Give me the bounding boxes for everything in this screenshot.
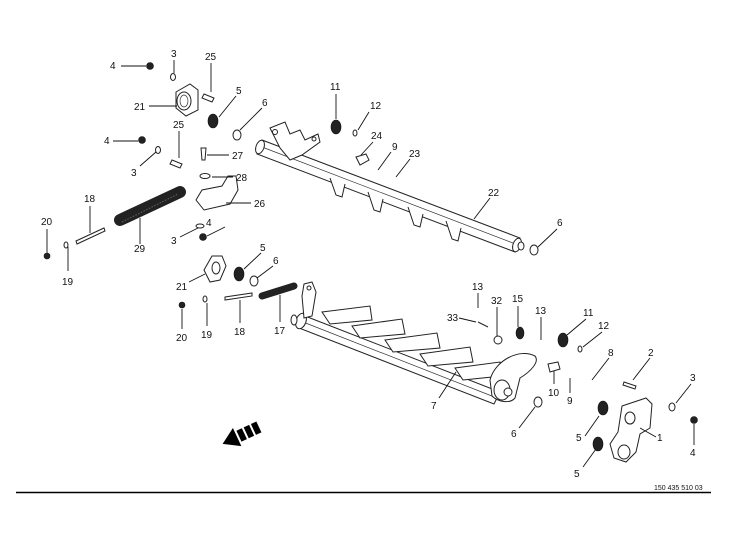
callout-leader — [675, 383, 692, 404]
callout-label: 12 — [598, 321, 610, 332]
callout-label: 13 — [472, 282, 484, 293]
callout-leader — [473, 197, 491, 220]
callout-label: 10 — [548, 388, 560, 399]
callout-label: 3 — [131, 168, 137, 179]
callout-leader — [179, 227, 199, 238]
callout-label: 25 — [205, 52, 217, 63]
callout-leader — [537, 228, 558, 248]
callout-label: 33 — [447, 313, 459, 324]
callout-leader — [582, 331, 603, 348]
callout-label: 5 — [236, 86, 242, 97]
callout-label: 6 — [557, 218, 563, 229]
callout-leader — [360, 141, 374, 156]
callout-label: 25 — [173, 120, 185, 131]
callout-label: 7 — [431, 401, 437, 412]
callout-leader — [582, 448, 597, 468]
callout-label: 3 — [171, 49, 177, 60]
callout-label: 20 — [176, 333, 188, 344]
callout-label: 1 — [657, 433, 663, 444]
callout-leader — [139, 151, 157, 167]
callout-label: 6 — [511, 429, 517, 440]
bearing-flange-21-upper — [175, 83, 199, 117]
callout-leader — [243, 252, 262, 270]
callout-label: 4 — [110, 61, 116, 72]
callout-label: 8 — [608, 348, 614, 359]
callout-leader — [206, 226, 226, 237]
callout-label: 27 — [232, 151, 244, 162]
bracket-26 — [195, 175, 239, 211]
callout-label: 22 — [488, 188, 500, 199]
callout-label: 5 — [260, 243, 266, 254]
callout-label: 29 — [134, 244, 146, 255]
callout-label: 3 — [690, 373, 696, 384]
bearing-flange-21-lower — [203, 255, 227, 283]
callout-label: 21 — [134, 102, 146, 113]
callout-label: 23 — [409, 149, 421, 160]
callout-label: 19 — [62, 277, 74, 288]
callout-label: 6 — [273, 256, 279, 267]
callout-leader — [632, 357, 651, 381]
callout-label: 2 — [648, 348, 654, 359]
bracket-1 — [609, 397, 653, 463]
small-parts — [43, 62, 698, 452]
callout-leader — [584, 415, 600, 437]
callout-label: 24 — [371, 131, 383, 142]
callout-leader — [357, 111, 370, 131]
callout-leader — [395, 158, 411, 178]
callout-leader — [218, 95, 237, 118]
callout-label: 4 — [206, 218, 212, 229]
callout-label: 13 — [535, 306, 547, 317]
callout-leader — [518, 406, 536, 429]
callout-label: 5 — [574, 469, 580, 480]
callout-leader — [639, 427, 657, 438]
upper-shaft-22 — [255, 121, 525, 253]
callout-label: 6 — [262, 98, 268, 109]
callout-label: 9 — [392, 142, 398, 153]
callout-leader — [188, 273, 206, 283]
spring-29 — [114, 186, 186, 226]
callout-leader — [591, 357, 610, 381]
callout-label: 4 — [690, 448, 696, 459]
drawing-number: 150 435 510 03 — [654, 485, 703, 492]
callout-label: 4 — [104, 136, 110, 147]
callout-label: 5 — [576, 433, 582, 444]
callout-leader — [377, 151, 392, 171]
callout-label: 20 — [41, 217, 53, 228]
callout-leader — [566, 318, 587, 336]
callout-label: 21 — [176, 282, 188, 293]
callout-leader — [256, 265, 274, 279]
callout-leader — [239, 107, 263, 131]
travel-direction-arrow-icon — [222, 421, 262, 447]
callout-label: 28 — [236, 173, 248, 184]
spring-17 — [258, 282, 298, 300]
callout-label: 32 — [491, 296, 503, 307]
callout-leader — [438, 371, 457, 399]
callout-label: 19 — [201, 330, 213, 341]
callout-label: 11 — [330, 82, 341, 93]
callout-label: 17 — [274, 326, 286, 337]
callout-label: 9 — [567, 396, 573, 407]
callout-label: 18 — [234, 327, 246, 338]
callout-label: 12 — [370, 101, 382, 112]
callout-label: 3 — [171, 236, 177, 247]
callout-label: 15 — [512, 294, 524, 305]
callout-label: 11 — [583, 308, 594, 319]
callout-leader — [458, 317, 477, 323]
callout-label: 18 — [84, 194, 96, 205]
callout-label: 26 — [254, 199, 266, 210]
